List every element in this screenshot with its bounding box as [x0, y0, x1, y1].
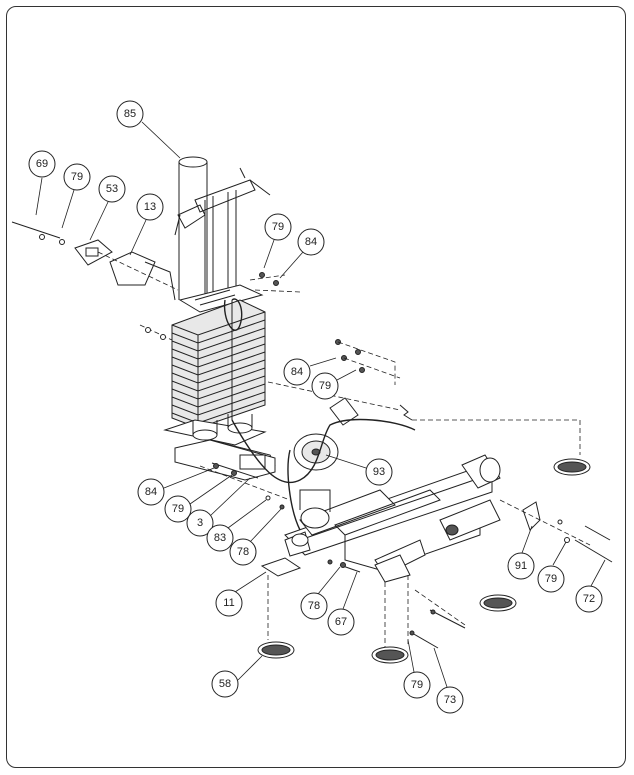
- svg-text:79: 79: [545, 573, 557, 585]
- svg-text:79: 79: [172, 503, 184, 515]
- arm-attachment: [11, 221, 179, 341]
- callout-84: 84: [283, 358, 311, 386]
- callout-3: 3: [186, 509, 214, 537]
- callout-79: 79: [403, 671, 431, 699]
- callout-85: 85: [116, 100, 144, 128]
- callout-93: 93: [365, 458, 393, 486]
- callout-73: 73: [436, 686, 464, 714]
- callout-72: 72: [575, 585, 603, 613]
- svg-text:83: 83: [214, 532, 226, 544]
- svg-text:72: 72: [583, 593, 595, 605]
- weight-stack-tower: [163, 156, 276, 476]
- svg-text:93: 93: [373, 466, 385, 478]
- svg-text:84: 84: [145, 486, 157, 498]
- base-frame: [174, 418, 613, 650]
- callout-84: 84: [297, 228, 325, 256]
- svg-text:13: 13: [144, 201, 156, 213]
- svg-text:53: 53: [106, 183, 118, 195]
- callout-79: 79: [164, 495, 192, 523]
- svg-text:84: 84: [291, 366, 303, 378]
- svg-text:79: 79: [411, 679, 423, 691]
- svg-text:73: 73: [444, 694, 456, 706]
- svg-text:79: 79: [272, 221, 284, 233]
- callout-69: 69: [28, 150, 56, 178]
- svg-text:85: 85: [124, 108, 136, 120]
- drawing-frame: [6, 6, 626, 768]
- callout-78: 78: [300, 592, 328, 620]
- svg-text:69: 69: [36, 158, 48, 170]
- callout-53: 53: [98, 175, 126, 203]
- svg-text:3: 3: [197, 517, 203, 529]
- svg-text:78: 78: [237, 546, 249, 558]
- callout-78: 78: [229, 538, 257, 566]
- svg-text:84: 84: [305, 236, 317, 248]
- callout-83: 83: [206, 524, 234, 552]
- svg-text:11: 11: [223, 597, 234, 609]
- callouts: 85 69 79 53 13 79 84 84 79 93 84 79 3 83…: [28, 100, 606, 714]
- svg-text:58: 58: [219, 678, 231, 690]
- callout-91: 91: [507, 552, 535, 580]
- callout-79: 79: [537, 565, 565, 593]
- svg-text:79: 79: [71, 171, 83, 183]
- callout-58: 58: [211, 670, 239, 698]
- callout-13: 13: [136, 193, 164, 221]
- upper-hardware: [249, 272, 401, 385]
- foot-caps: [257, 458, 591, 664]
- callout-79: 79: [63, 163, 91, 191]
- svg-text:79: 79: [319, 380, 331, 392]
- callout-67: 67: [327, 608, 355, 636]
- svg-text:67: 67: [335, 616, 347, 628]
- callout-79: 79: [264, 213, 292, 241]
- svg-text:91: 91: [515, 560, 527, 572]
- callout-84: 84: [137, 478, 165, 506]
- svg-text:78: 78: [308, 600, 320, 612]
- callout-11: 11: [215, 589, 243, 617]
- callout-79: 79: [311, 372, 339, 400]
